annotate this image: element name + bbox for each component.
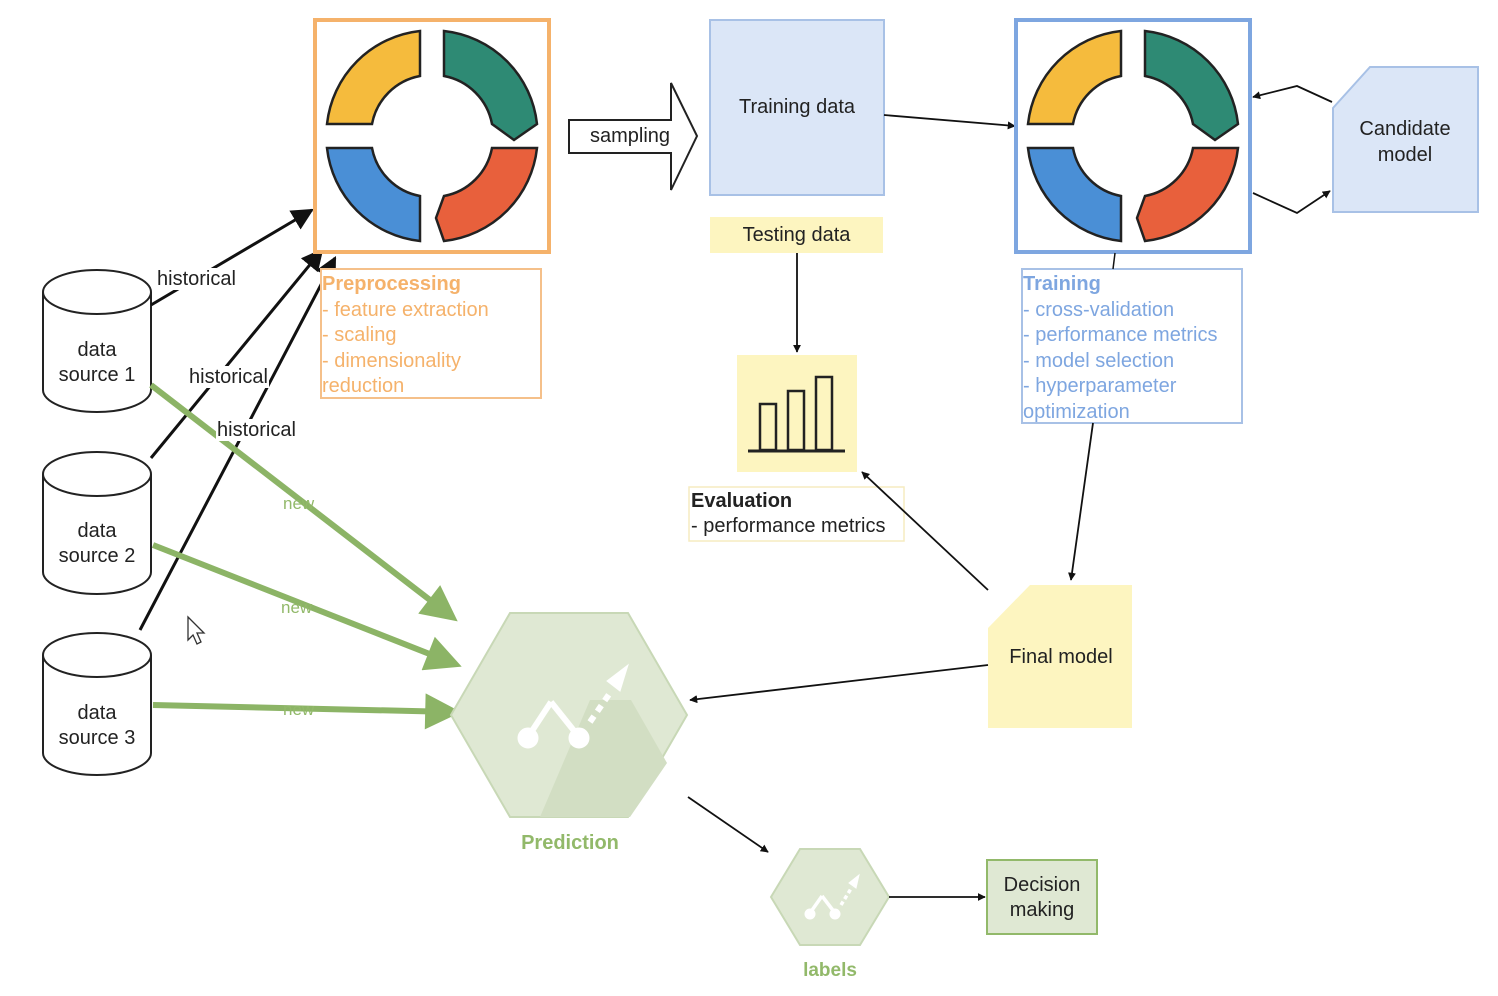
training-note-box: [1021, 268, 1243, 424]
historical-label-2: historical: [188, 366, 269, 388]
new-label-1: new: [283, 494, 315, 513]
prediction-icon: [517, 663, 667, 817]
edge-training-note-link: [1112, 252, 1116, 270]
new-label-2: new: [281, 598, 313, 617]
decision-making-label: Decision making: [1003, 874, 1081, 921]
evaluation-note: Evaluation - performance metrics: [691, 490, 886, 537]
testing-data-box[interactable]: [710, 217, 883, 253]
edge-source3-preprocessing: [138, 256, 337, 631]
evaluation-icon-box[interactable]: [737, 355, 857, 472]
final-model-label: Final model: [1009, 645, 1113, 668]
edge-training-finalmodel: [1068, 422, 1094, 581]
data-source-3-label: data source 3: [58, 702, 136, 749]
edge-source1-prediction: [149, 382, 458, 622]
edge-prediction-labels: [687, 796, 769, 853]
edge-source2-prediction: [151, 542, 462, 671]
edge-finalmodel-evaluation: [861, 471, 989, 591]
data-source-3-cylinder[interactable]: [42, 632, 152, 776]
testing-data-label: Testing data: [742, 223, 851, 246]
data-source-1-label: data source 1: [58, 339, 136, 386]
historical-label-3: historical: [216, 419, 297, 441]
training-note: Training - cross-validation - performanc…: [1023, 273, 1218, 423]
historical-label-1: historical: [156, 268, 237, 290]
edge-trainingdata-training: [883, 114, 1016, 130]
cycle-icon-training: [1026, 29, 1240, 243]
sampling-arrow: [568, 82, 699, 191]
cycle-icon-preprocessing: [325, 29, 539, 243]
sampling-label: sampling: [590, 125, 671, 147]
data-source-2-label: data source 2: [58, 520, 136, 567]
final-model-card[interactable]: [988, 585, 1132, 728]
preprocessing-note: Preprocessing - feature extraction - sca…: [322, 273, 489, 397]
decision-making-box[interactable]: [986, 859, 1098, 935]
labels-label: labels: [803, 960, 857, 981]
edge-candidate-training: [1252, 85, 1333, 103]
new-label-3: new: [283, 700, 315, 719]
labels-icon: [804, 873, 860, 920]
prediction-label: Prediction: [521, 832, 619, 854]
edge-finalmodel-prediction: [689, 664, 989, 704]
evaluation-note-box: [688, 486, 905, 542]
data-source-1-cylinder[interactable]: [42, 269, 152, 413]
preprocessing-note-box: [320, 268, 542, 399]
training-data-label: Training data: [739, 95, 855, 118]
data-source-2-cylinder[interactable]: [42, 451, 152, 595]
training-data-box[interactable]: [709, 19, 885, 196]
edge-training-candidate: [1252, 190, 1331, 215]
mouse-cursor-icon: [187, 615, 206, 645]
labels-hexagon[interactable]: [769, 848, 891, 946]
edge-source2-preprocessing: [149, 248, 324, 459]
bar-chart-icon: [748, 375, 845, 453]
candidate-model-label: Candidate model: [1359, 118, 1451, 166]
candidate-model-card[interactable]: [1332, 66, 1479, 213]
edge-source3-prediction: [152, 693, 462, 730]
